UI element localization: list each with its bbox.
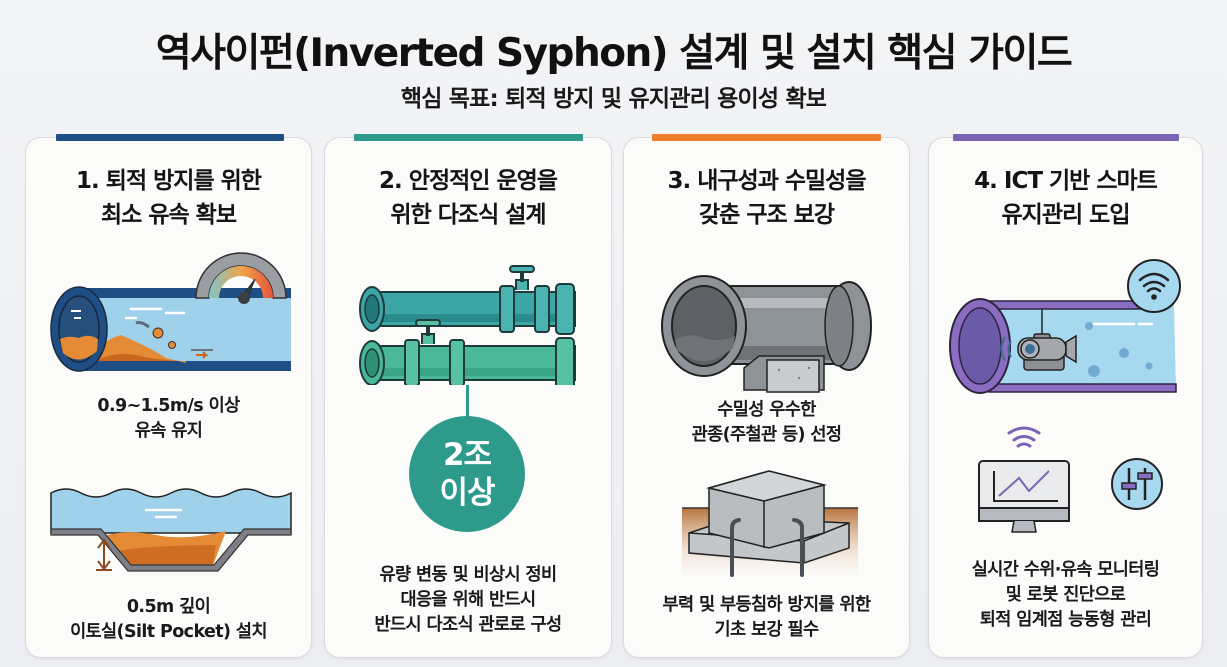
ict-monitoring-text: 실시간 수위·유속 모니터링 및 로봇 진단으로 퇴적 임계점 능동형 관리 <box>971 560 1160 630</box>
cast-iron-pipe-icon <box>661 275 872 393</box>
concrete-foundation-icon <box>682 470 858 578</box>
page-subtitle: 핵심 목표: 퇴적 방지 및 유지관리 용이성 확보 <box>400 86 827 112</box>
multi-barrel-text: 유량 변동 및 비상시 정비 대응을 위해 반드시 반드시 다조식 관로로 구성 <box>374 565 563 635</box>
monitor-chart-icon <box>978 426 1070 533</box>
pipe-inspection-robot-icon <box>949 259 1181 394</box>
card-accent-bar <box>953 134 1179 141</box>
double-pipe-with-valves-icon <box>359 265 576 385</box>
velocity-requirement-text: 0.9~1.5m/s 이상 유속 유지 <box>97 396 240 441</box>
card-accent-bar <box>56 134 284 141</box>
page-title: 역사이펀(Inverted Syphon) 설계 및 설치 핵심 가이드 <box>155 31 1073 76</box>
pipe-material-text: 수밀성 우수한 관종(주철관 등) 선정 <box>691 400 842 445</box>
card-title: 4. ICT 기반 스마트 유지관리 도입 <box>974 168 1158 228</box>
foundation-text: 부력 및 부등침하 방지를 위한 기초 보강 필수 <box>662 595 872 640</box>
silt-pocket-text: 0.5m 깊이 이토실(Silt Pocket) 설치 <box>70 597 267 642</box>
minimum-barrels-badge: 2조 이상 <box>409 416 525 532</box>
card-title: 3. 내구성과 수밀성을 갖춘 구조 보강 <box>667 168 866 228</box>
card-multi-barrel: 2. 안정적인 운영을 위한 다조식 설계 2조 이상 유량 변동 및 비상시 … <box>324 134 612 658</box>
card-structural-reinforcement: 3. 내구성과 수밀성을 갖춘 구조 보강 수밀성 우수한 관종(주철관 등) … <box>623 134 910 658</box>
card-accent-bar <box>354 134 583 141</box>
wifi-icon <box>1127 259 1181 313</box>
card-ict-smart-maintenance: 4. ICT 기반 스마트 유지관리 도입 <box>928 134 1203 658</box>
card-title: 2. 안정적인 운영을 위한 다조식 설계 <box>379 168 558 228</box>
card-title: 1. 퇴적 방지를 위한 최소 유속 확보 <box>76 168 262 228</box>
silt-pocket-icon <box>50 488 292 572</box>
control-sliders-icon <box>1111 458 1163 510</box>
pipe-with-sediment-icon <box>50 252 291 372</box>
card-accent-bar <box>652 134 881 141</box>
card-min-velocity: 1. 퇴적 방지를 위한 최소 유속 확보 0.9~1.5m/s <box>25 134 312 658</box>
connector-line <box>466 385 469 417</box>
